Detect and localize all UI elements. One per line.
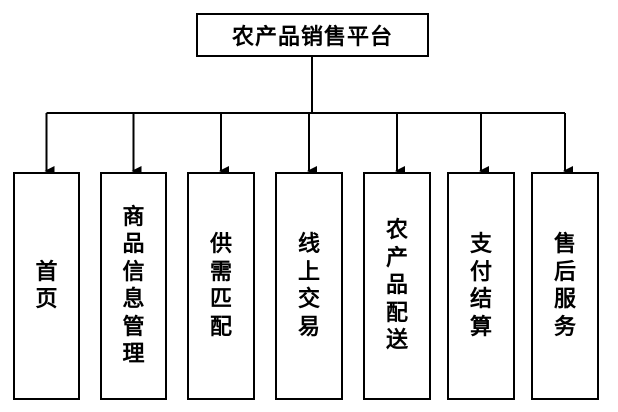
module-label: 首页	[35, 259, 58, 313]
module-label: 农产品配送	[385, 218, 408, 354]
module-box-4: 线上交易	[275, 172, 343, 400]
module-box-1: 首页	[13, 172, 80, 400]
module-label: 线上交易	[297, 232, 320, 340]
root-node-label: 农产品销售平台	[231, 25, 393, 50]
module-box-5: 农产品配送	[363, 172, 431, 400]
module-label: 支付结算	[469, 232, 492, 340]
module-box-7: 售后服务	[531, 172, 599, 400]
module-label: 供需匹配	[209, 232, 232, 340]
module-box-2: 商品信息管理	[100, 172, 167, 400]
module-box-3: 供需匹配	[187, 172, 255, 400]
module-label: 商品信息管理	[122, 204, 145, 368]
module-box-6: 支付结算	[447, 172, 515, 400]
root-node-box: 农产品销售平台	[196, 13, 429, 57]
module-label: 售后服务	[553, 232, 576, 340]
